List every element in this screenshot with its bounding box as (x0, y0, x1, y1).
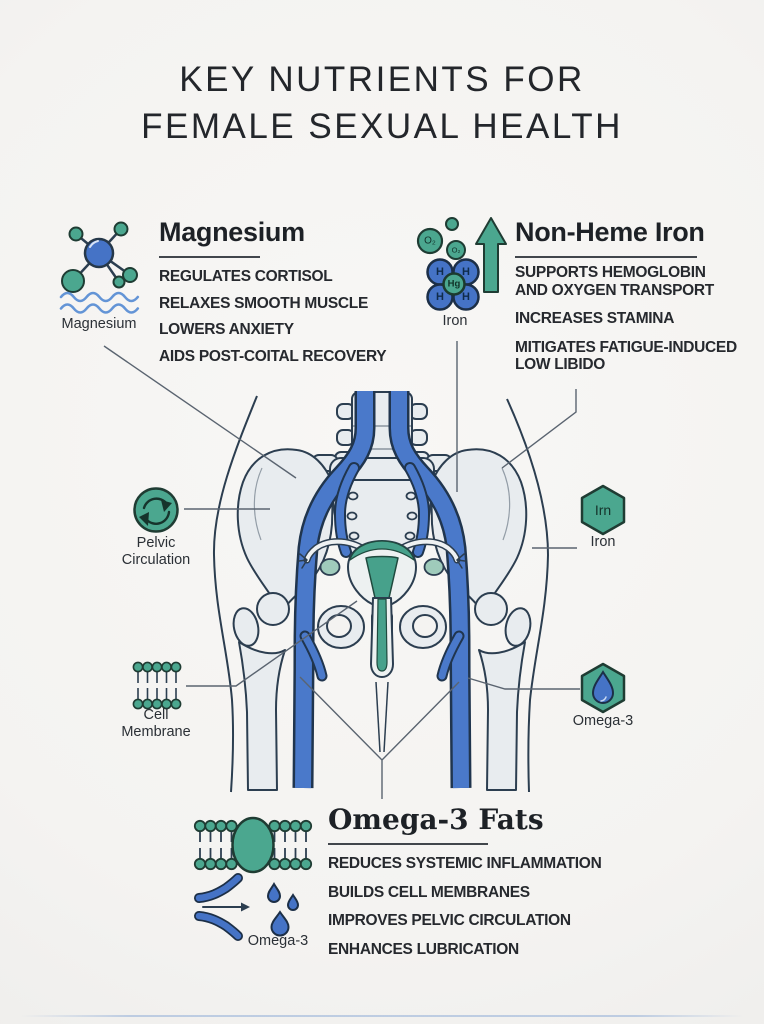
cell-membrane-label: Cell Membrane (121, 707, 191, 740)
bullet-item: INCREASES STAMINA (515, 310, 675, 327)
magnesium-heading: Magnesium (159, 217, 305, 247)
blood-vessel-icon (194, 873, 250, 941)
bullet-item: AIDS POST-COITAL RECOVERY (159, 347, 387, 365)
ovary-left (319, 558, 341, 576)
h-label: H (462, 266, 470, 278)
magnesium-icon-label: Magnesium (61, 316, 137, 332)
h-label: H (462, 291, 470, 303)
iron-hex-label: Iron (590, 534, 616, 550)
body-outline (212, 395, 549, 793)
callout-line-cell-membrane (186, 600, 358, 687)
title-line-2: FEMALE SEXUAL HEALTH (141, 107, 623, 146)
uterus-fundus (349, 540, 415, 561)
magnesium-heading-underline (159, 256, 260, 258)
omega3-hex-label: Omega-3 (572, 713, 634, 729)
title-line-1: KEY NUTRIENTS FOR (179, 60, 585, 99)
bullet-item: REDUCES SYSTEMIC INFLAMMATION (328, 855, 602, 872)
bullet-item: ENHANCES LUBRICATION (328, 940, 519, 958)
o2-large-label: O₂ (424, 236, 436, 247)
hg-label: Hg (448, 279, 461, 290)
bullet-item: MITIGATES FATIGUE-INDUCED LOW LIBIDO (515, 338, 737, 374)
omega3-hexagon-icon (580, 662, 626, 714)
callout-lines (103, 341, 580, 799)
page-title: KEY NUTRIENTS FOR FEMALE SEXUAL HEALTH (0, 56, 764, 150)
bullet-item: RELAXES SMOOTH MUSCLE (159, 294, 368, 312)
iron-heading: Non-Heme Iron (515, 217, 705, 247)
membrane-protein (231, 816, 275, 874)
bottom-accent-line (20, 1015, 744, 1017)
up-arrow-icon (475, 217, 507, 293)
bullet-item: REGULATES CORTISOL (159, 268, 333, 285)
cell-membrane-icon (132, 661, 182, 710)
cycle-arrowhead (161, 500, 172, 512)
uterine-cavity (365, 555, 399, 599)
pelvic-circulation-icon (133, 487, 179, 533)
bullet-item: SUPPORTS HEMOGLOBIN AND OXYGEN TRANSPORT (515, 264, 714, 299)
uterus-and-adnexa (298, 538, 466, 753)
omega3-heading-underline (328, 843, 488, 845)
callout-line-omega3-hex (467, 677, 580, 690)
perineal-lines (375, 681, 389, 753)
iron-heading-underline (515, 256, 697, 258)
omega3-heading: Omega-3 Fats (328, 803, 544, 836)
omega3-membrane-icon (193, 816, 313, 874)
magnesium-bullets: REGULATES CORTISOL RELAXES SMOOTH MUSCLE… (159, 268, 387, 374)
vaginal-canal-inner (376, 598, 388, 672)
bullet-item: IMPROVES PELVIC CIRCULATION (328, 912, 571, 929)
magnesium-molecule-icon (59, 221, 140, 314)
iron-molecule-icon: O₂ H H H H Hg O₂ (416, 217, 507, 311)
fallopian-tubes (298, 538, 466, 569)
callout-line-omega3-v (299, 676, 460, 799)
h-label: H (436, 291, 444, 303)
bullet-item: LOWERS ANXIETY (159, 321, 294, 338)
bullet-item: BUILDS CELL MEMBRANES (328, 883, 530, 901)
droplet-icon (591, 670, 615, 704)
droplets-icon (266, 882, 300, 937)
iron-hex-symbol: Irn (595, 502, 611, 518)
iron-bullets: SUPPORTS HEMOGLOBIN AND OXYGEN TRANSPORT… (515, 264, 737, 383)
pelvic-circulation-label: Pelvic Circulation (121, 535, 191, 568)
callout-line-magnesium (103, 345, 297, 479)
h-label: H (436, 266, 444, 278)
iron-icon-label: Iron (442, 313, 468, 329)
omega3-bullets: REDUCES SYSTEMIC INFLAMMATION BUILDS CEL… (328, 855, 602, 969)
iron-hexagon-icon: Irn (580, 484, 626, 536)
omega3-icon-label: Omega-3 (247, 933, 309, 949)
femurs (232, 592, 532, 791)
callout-line-iron-text (501, 389, 577, 469)
o2-small-label: O₂ (452, 246, 461, 255)
pelvis-illustration (212, 391, 549, 793)
water-waves-icon (59, 291, 140, 314)
flow-arrowhead (241, 902, 250, 912)
ovary-right (423, 558, 445, 576)
cycle-arrowhead (139, 512, 149, 526)
